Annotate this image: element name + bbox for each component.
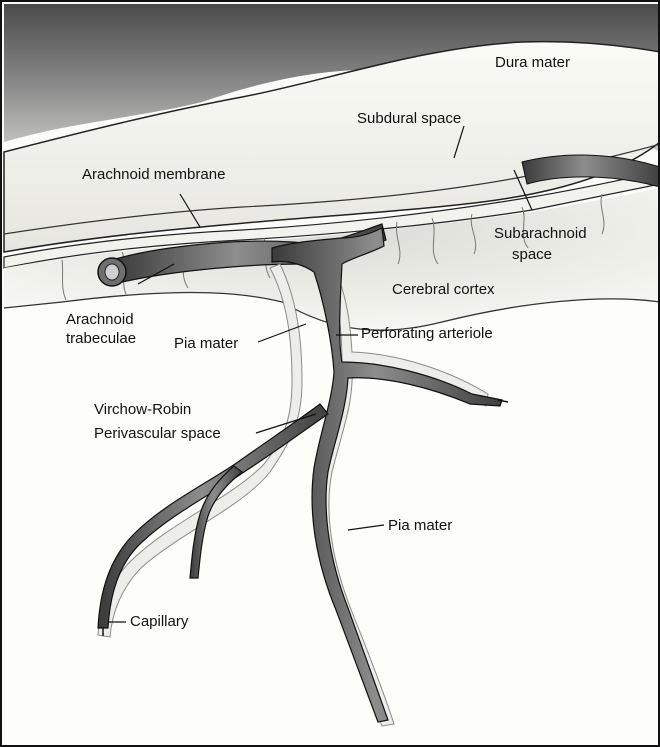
label-arachnoid-trabeculae-line1: Arachnoid	[66, 311, 134, 329]
cortex-surface	[4, 293, 660, 747]
label-virchow-robin-line2: Perivascular space	[94, 425, 221, 443]
label-capillary: Capillary	[130, 613, 188, 631]
label-arachnoid-membrane: Arachnoid membrane	[82, 166, 225, 184]
label-dura-mater: Dura mater	[495, 54, 570, 72]
label-subarachnoid-line2: space	[512, 246, 552, 264]
label-cerebral-cortex: Cerebral cortex	[392, 281, 495, 299]
label-pia-mater-upper: Pia mater	[174, 335, 238, 353]
label-perforating-arteriole: Perforating arteriole	[361, 325, 493, 343]
label-subdural-space: Subdural space	[357, 110, 461, 128]
label-pia-mater-lower: Pia mater	[388, 517, 452, 535]
label-arachnoid-trabeculae-line2: trabeculae	[66, 330, 136, 348]
label-subarachnoid-line1: Subarachnoid	[494, 225, 587, 243]
label-virchow-robin-line1: Virchow-Robin	[94, 401, 191, 419]
